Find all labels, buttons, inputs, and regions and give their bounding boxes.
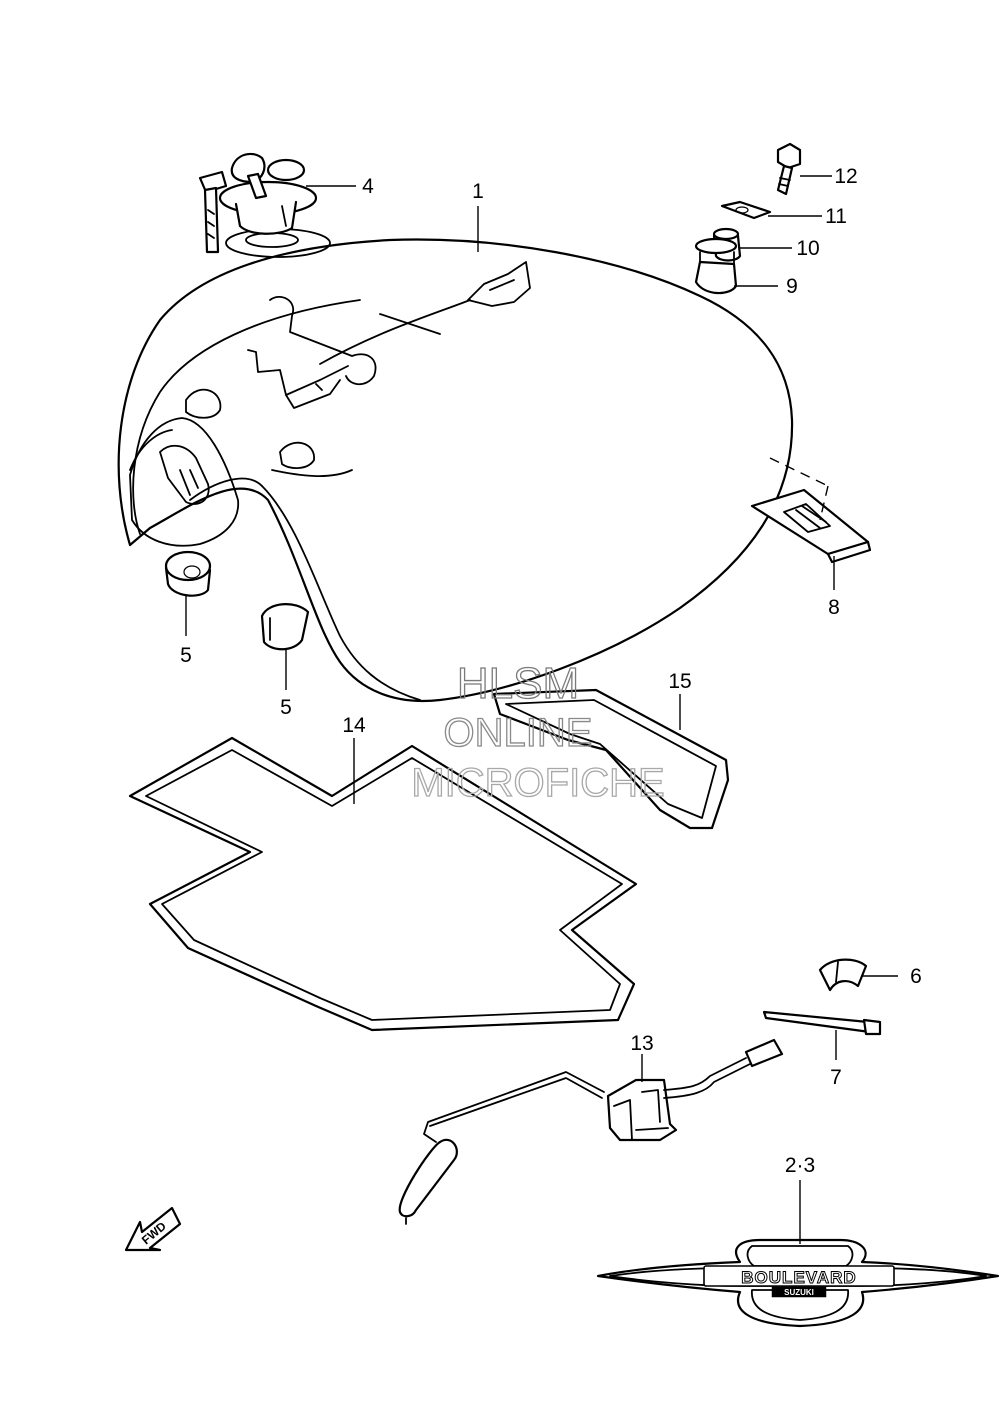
callout-4: 4 (362, 175, 374, 198)
gasket-part-14[interactable] (128, 736, 638, 1032)
emblem-brand-label: BOULEVARD (741, 1268, 856, 1287)
watermark-line-3: MICROFICHE (411, 761, 664, 805)
watermark-line-2: ONLINE (444, 711, 593, 755)
callout-10: 10 (796, 237, 819, 260)
callout-8: 8 (828, 596, 840, 619)
callout-numbers: 1 4 12 11 10 9 8 5 5 15 14 6 7 13 2·3 (180, 165, 922, 1177)
callout-1: 1 (472, 180, 484, 203)
forward-arrow-icon: FWD (124, 1206, 182, 1252)
callout-11: 11 (825, 205, 847, 228)
emblem-part-2-3[interactable]: BOULEVARD SUZUKI (596, 1238, 1000, 1328)
gasket-part-15[interactable] (492, 688, 730, 830)
leader-lines (185, 175, 898, 1244)
tank-pad-part-8[interactable] (750, 488, 872, 564)
fuel-cap-part-4[interactable] (198, 152, 318, 254)
watermark: HLSM ONLINE MICROFICHE (411, 658, 666, 805)
plug-part-5a[interactable] (164, 550, 212, 597)
callout-14: 14 (342, 714, 366, 737)
cushion-part-9[interactable] (694, 237, 738, 295)
plug-part-5b[interactable] (260, 603, 310, 651)
tie-wrap-part-7[interactable] (762, 1010, 882, 1036)
callout-2-3: 2·3 (785, 1154, 815, 1177)
watermark-line-1: HLSM (457, 659, 579, 708)
callout-5a: 5 (180, 644, 192, 667)
fuel-sender-part-13[interactable] (398, 1038, 784, 1225)
emblem-maker-label: SUZUKI (784, 1288, 814, 1297)
clamp-part-6[interactable] (818, 958, 868, 992)
callout-6: 6 (910, 965, 922, 988)
bolt-part-12[interactable] (776, 142, 802, 196)
callout-12: 12 (834, 165, 857, 188)
callout-15: 15 (668, 670, 691, 693)
callout-7: 7 (830, 1066, 842, 1089)
callout-9: 9 (786, 275, 798, 298)
callout-5b: 5 (280, 696, 292, 719)
washer-part-11[interactable] (720, 200, 772, 220)
fuel-tank-part-1[interactable] (117, 228, 794, 702)
callout-13: 13 (630, 1032, 653, 1055)
